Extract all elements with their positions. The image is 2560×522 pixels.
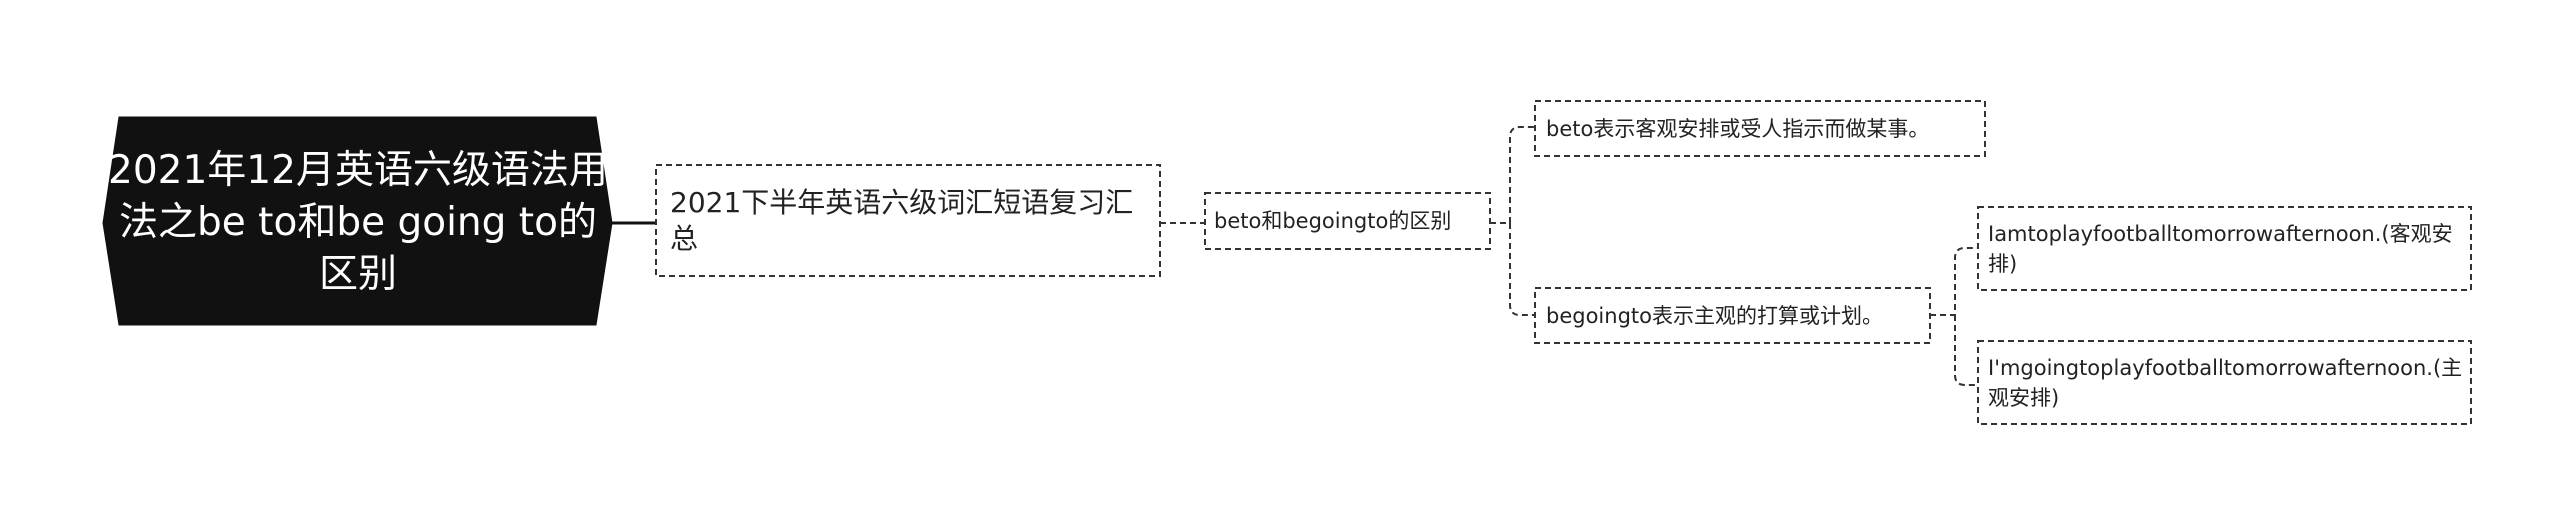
example-node-1[interactable]: Iamtoplayfootballtomorrowafternoon.(客观安排… (1988, 210, 2464, 287)
explanation-node-2[interactable]: begoingto表示主观的打算或计划。 (1546, 291, 1926, 340)
branch-node-label: 2021下半年英语六级词汇短语复习汇总 (670, 185, 1134, 255)
example-node-box-1 (1977, 206, 2472, 291)
topic-node-box (1204, 192, 1491, 250)
explanation-node-2-label: begoingto表示主观的打算或计划。 (1546, 303, 1883, 328)
example-node-1-label: Iamtoplayfootballtomorrowafternoon.(客观安排… (1988, 221, 2453, 276)
connector-topic-explanation-2 (1509, 223, 1535, 316)
explanation-node-1-label: beto表示客观安排或受人指示而做某事。 (1546, 116, 1930, 141)
explanation-node-box-2 (1534, 287, 1931, 344)
branch-node[interactable]: 2021下半年英语六级词汇短语复习汇总 (670, 170, 1150, 271)
example-node-2-label: I'mgoingtoplayfootballtomorrowafternoon.… (1988, 355, 2463, 410)
explanation-node-1[interactable]: beto表示客观安排或受人指示而做某事。 (1546, 104, 1980, 153)
root-node-shape (102, 116, 613, 326)
connector-explanation-example-2 (1954, 315, 1978, 386)
connector-topic-explanation-1 (1490, 126, 1535, 224)
branch-node-box (655, 164, 1161, 277)
example-node-2[interactable]: I'mgoingtoplayfootballtomorrowafternoon.… (1988, 344, 2464, 421)
explanation-node-box-1 (1534, 100, 1986, 157)
topic-node[interactable]: beto和begoingto的区别 (1214, 196, 1486, 246)
topic-node-label: beto和begoingto的区别 (1214, 209, 1452, 233)
connector-explanation-example-1 (1930, 247, 1978, 316)
example-node-box-2 (1977, 340, 2472, 425)
root-node-title[interactable]: 2021年12月英语六级语法用法之be to和be going to的区别 (108, 148, 608, 297)
